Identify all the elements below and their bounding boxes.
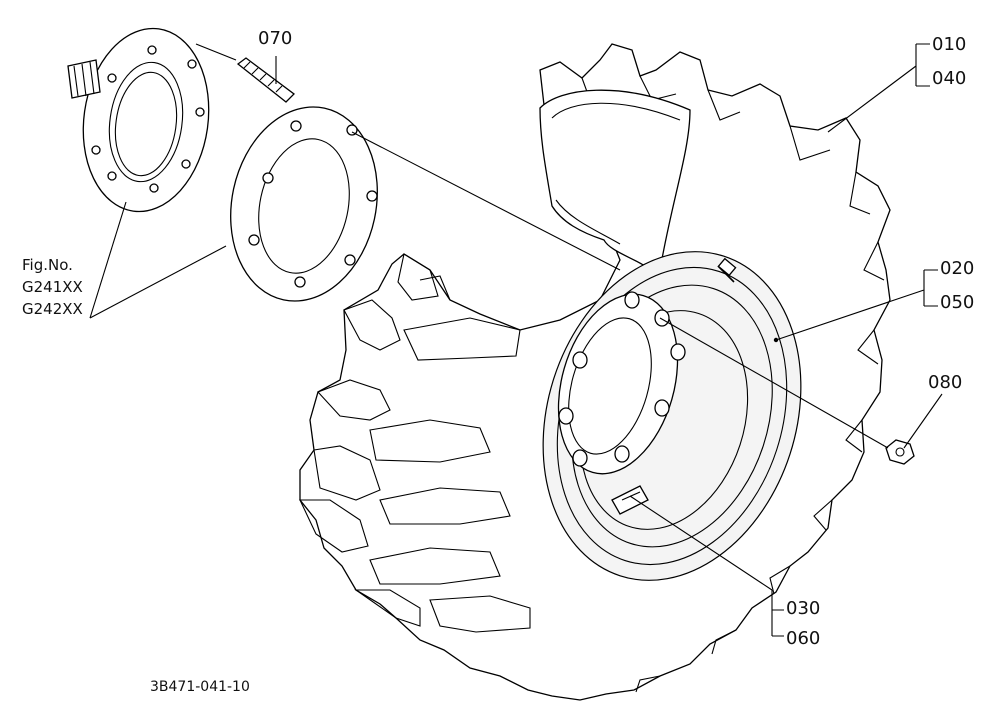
fig-code-1: G241XX [22,278,83,296]
stud-bolt-drawing [236,57,295,103]
spacer-ring-drawing [230,106,378,302]
nut-drawing [885,439,915,465]
callout-030: 030 [786,598,821,619]
fig-code-2: G242XX [22,300,83,318]
callout-050: 050 [940,292,975,313]
rim-drawing [542,251,802,581]
leader-lines [89,43,943,637]
callout-060: 060 [786,628,821,649]
fig-no-label: Fig.No. [22,256,73,274]
callout-040: 040 [932,68,967,89]
drawing-number: 3B471-041-10 [150,679,250,695]
hub-flange-drawing [67,27,210,213]
callout-010: 010 [932,34,967,55]
callout-020: 020 [940,258,975,279]
callout-070: 070 [258,28,293,49]
callout-080: 080 [928,372,963,393]
